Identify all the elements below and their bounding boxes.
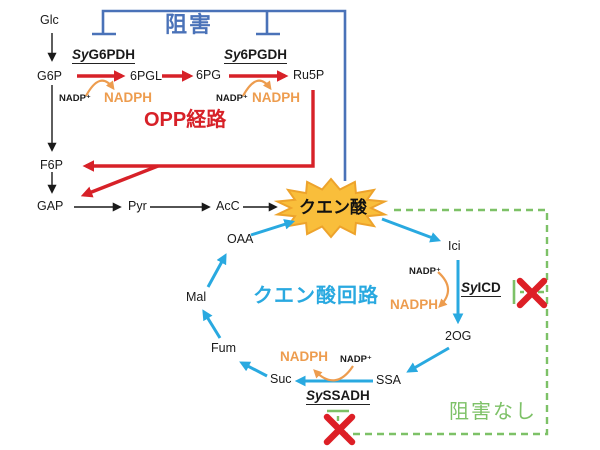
enzyme-syg6pdh-name: G6PDH bbox=[88, 47, 136, 62]
enzyme-syssadh-prefix: Sy bbox=[306, 388, 323, 403]
tca-cycle-title: クエン酸回路 bbox=[253, 285, 379, 307]
metabolite-acc: AcC bbox=[216, 199, 240, 213]
cofactor-nadp-6pgdh: NADP⁺ bbox=[216, 93, 248, 104]
cofactor-nadp-ssadh: NADP⁺ bbox=[340, 354, 372, 365]
enzyme-syicd: SyICD bbox=[461, 281, 501, 297]
enzyme-syg6pdh-prefix: Sy bbox=[72, 47, 89, 62]
opp-pathway-title: OPP経路 bbox=[144, 109, 227, 131]
metabolite-2og: 2OG bbox=[445, 329, 472, 343]
cofactor-arc-g6pdh bbox=[85, 79, 115, 97]
inhibition-bracket-line bbox=[101, 9, 347, 181]
enzyme-syg6pdh: SyG6PDH bbox=[72, 47, 136, 64]
crossed-out-ssadh-x-icon bbox=[323, 413, 356, 446]
arrow-2og-to-ssa bbox=[406, 346, 450, 373]
citrate-starburst bbox=[273, 177, 389, 239]
arrow-fum-to-mal bbox=[202, 309, 222, 339]
metabolite-f6p: F6P bbox=[40, 158, 63, 172]
cofactor-nadph-g6pdh: NADPH bbox=[104, 90, 153, 105]
metabolite-gap: GAP bbox=[37, 199, 64, 213]
metabolite-ru5p: Ru5P bbox=[293, 68, 325, 82]
metabolite-mal: Mal bbox=[186, 290, 207, 304]
metabolite-6pgl: 6PGL bbox=[130, 69, 162, 83]
enzyme-sy6pgdh: Sy6PGDH bbox=[224, 47, 288, 64]
metabolite-pyr: Pyr bbox=[128, 199, 147, 213]
enzyme-sy6pgdh-name: 6PGDH bbox=[240, 47, 288, 62]
enzyme-syicd-prefix: Sy bbox=[461, 280, 478, 295]
enzyme-syssadh-name: SSADH bbox=[322, 388, 370, 403]
citrate-title: クエン酸 bbox=[299, 198, 367, 217]
arrow-mal-to-oaa bbox=[206, 253, 227, 288]
arrow-citrate-to-ici bbox=[381, 217, 442, 243]
metabolite-fum: Fum bbox=[211, 341, 236, 355]
enzyme-sy6pgdh-prefix: Sy bbox=[224, 47, 241, 62]
no-inhibition-title: 阻害なし bbox=[449, 401, 537, 423]
cofactor-arc-icd bbox=[437, 271, 450, 308]
crossed-out-icd-x-icon bbox=[516, 277, 548, 309]
metabolite-oaa: OAA bbox=[227, 232, 254, 246]
metabolite-suc: Suc bbox=[270, 372, 292, 386]
arrow-ru5p-to-f6p bbox=[82, 90, 315, 172]
metabolite-6pg: 6PG bbox=[196, 68, 222, 82]
metabolite-ici: Ici bbox=[448, 239, 461, 253]
cofactor-nadph-ssadh: NADPH bbox=[280, 349, 329, 364]
cofactor-nadph-icd: NADPH bbox=[390, 297, 439, 312]
cofactor-nadph-6pgdh: NADPH bbox=[252, 90, 301, 105]
arrow-oaa-to-citrate bbox=[250, 219, 296, 237]
cofactor-nadp-g6pdh: NADP⁺ bbox=[59, 93, 91, 104]
metabolite-glc: Glc bbox=[40, 13, 59, 27]
inhibition-title: 阻害 bbox=[165, 12, 214, 37]
enzyme-syicd-name: ICD bbox=[477, 280, 501, 295]
metabolite-ssa: SSA bbox=[376, 373, 402, 387]
arrow-suc-to-fum bbox=[239, 361, 268, 378]
no-inhibition-dashed-path bbox=[344, 208, 549, 436]
cofactor-arc-ssadh bbox=[313, 365, 354, 382]
arrow-ru5p-to-gap bbox=[80, 164, 159, 198]
metabolite-g6p: G6P bbox=[37, 69, 63, 83]
cofactor-arc-6pgdh bbox=[242, 79, 272, 97]
enzyme-syssadh: SySSADH bbox=[306, 389, 370, 405]
cofactor-nadp-icd: NADP⁺ bbox=[409, 266, 441, 277]
